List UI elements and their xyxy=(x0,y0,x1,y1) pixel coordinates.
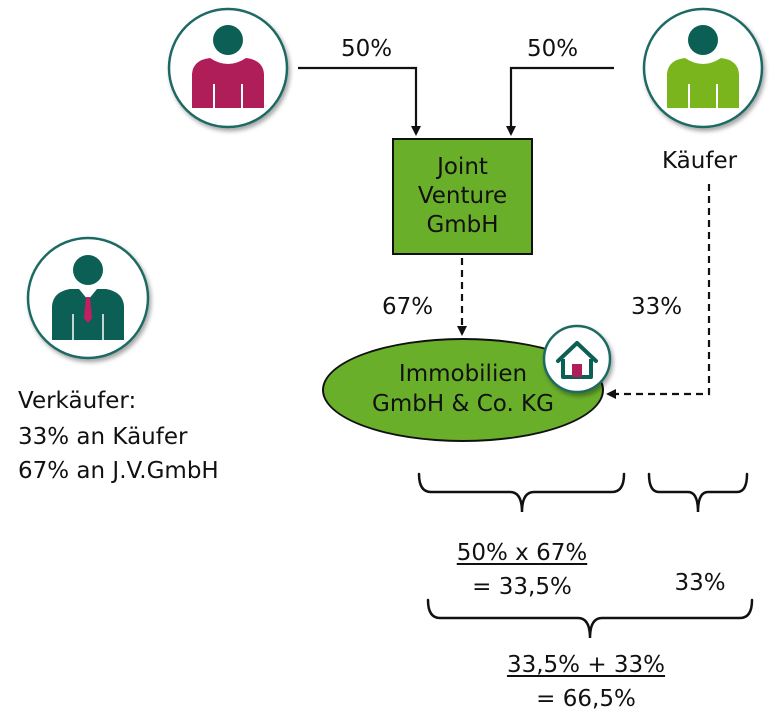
indirect-share-result: = 33,5% xyxy=(472,574,572,600)
left-investor-share: 50% xyxy=(341,36,393,62)
investor-arrows xyxy=(298,66,614,136)
buyer-ownership-share: 33% xyxy=(631,294,683,320)
jv-ownership-share: 67% xyxy=(382,294,434,320)
total-share-result: = 66,5% xyxy=(536,686,636,712)
left-investor-person-icon xyxy=(167,7,289,129)
jv-line-1: Joint xyxy=(437,154,488,181)
right-investor-share: 50% xyxy=(527,36,579,62)
ownership-arrows xyxy=(457,184,711,399)
total-share-formula: 33,5% + 33% xyxy=(506,652,666,678)
joint-venture-box: Joint Venture GmbH xyxy=(392,138,533,255)
buyer-label: Käufer xyxy=(662,148,738,174)
seller-line-2: 33% an Käufer xyxy=(18,424,188,450)
property-line-1: Immobilien xyxy=(398,361,528,388)
seller-line-3: 67% an J.V.GmbH xyxy=(18,458,219,484)
direct-share-value: 33% xyxy=(674,570,726,596)
seller-line-1: Verkäufer: xyxy=(18,388,137,414)
calculation-braces xyxy=(417,472,754,639)
property-line-2: GmbH & Co. KG xyxy=(372,391,554,417)
seller-businessman-icon xyxy=(26,236,150,360)
jv-line-3: GmbH xyxy=(426,211,499,238)
house-icon xyxy=(542,324,612,394)
indirect-share-formula: 50% x 67% xyxy=(456,540,588,566)
jv-line-2: Venture xyxy=(417,183,508,210)
buyer-person-icon xyxy=(642,7,764,129)
